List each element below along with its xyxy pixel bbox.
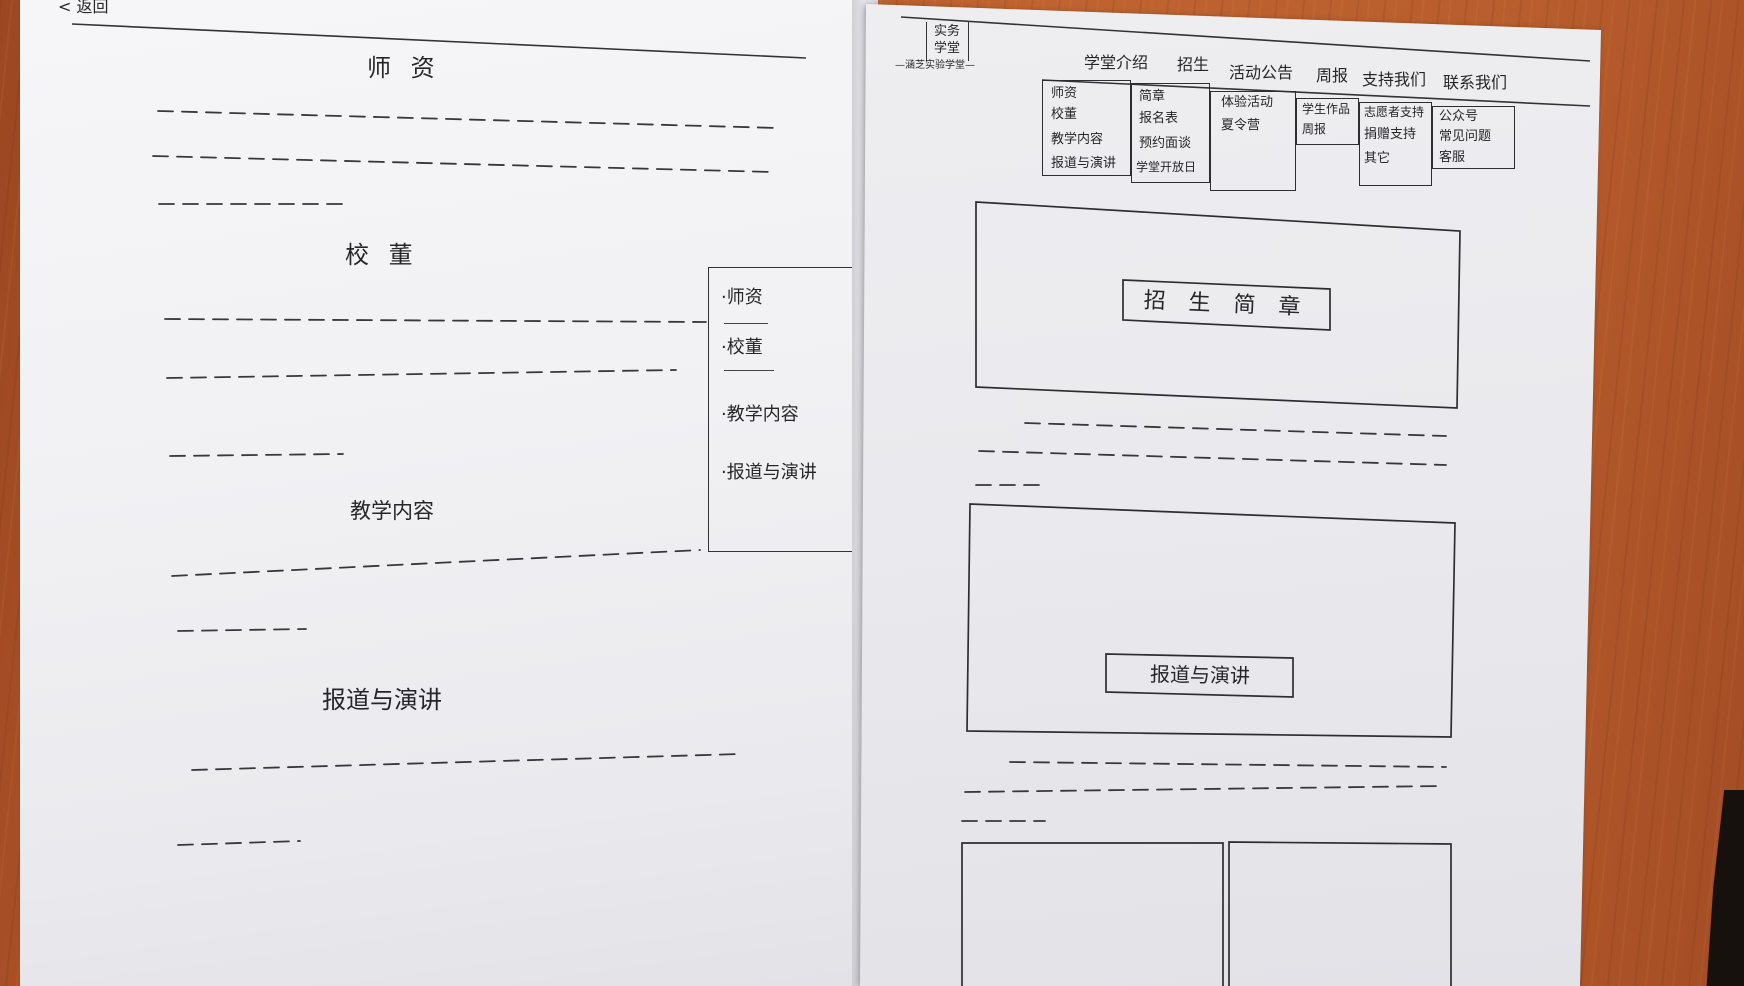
placeholder-text-line: [978, 450, 1447, 466]
dark-object-on-table: [1706, 790, 1744, 986]
submenu-events: 体验活动 夏令营: [1210, 91, 1296, 191]
side-nav: ·师资 ·校董 ·教学内容 ·报道与演讲: [708, 267, 856, 552]
submenu-weekly: 学生作品 周报: [1296, 98, 1359, 145]
placeholder-text-line: [177, 628, 307, 632]
submenu-item: 其它: [1364, 151, 1391, 166]
submenu-item: 教学内容: [1051, 132, 1104, 147]
banner-press-placeholder: [966, 503, 1456, 738]
placeholder-text-line: [171, 549, 701, 577]
side-nav-divider: [724, 323, 768, 324]
submenu-item: 体验活动: [1221, 95, 1274, 110]
dropdown-top-rule: [1041, 79, 1591, 107]
submenu-item: 周报: [1302, 122, 1327, 136]
side-nav-divider: [724, 370, 774, 371]
nav-item-support: 支持我们: [1362, 70, 1427, 89]
section-title-press: 报道与演讲: [322, 686, 442, 714]
side-nav-item-press: ·报道与演讲: [721, 462, 817, 483]
submenu-item: 预约面谈: [1139, 136, 1192, 151]
nav-item-events: 活动公告: [1229, 63, 1294, 82]
section-title-board: 校 董: [345, 241, 419, 269]
placeholder-text-line: [964, 785, 1444, 793]
placeholder-text-line: [157, 110, 779, 129]
right-paper-wrapper: 实务 学堂 —涵芝实验学堂— 学堂介绍 招生 活动公告 周报 支持我们 联系我们…: [855, 0, 1615, 986]
submenu-contact: 公众号 常见问题 客服: [1432, 106, 1515, 169]
logo-text-line2: 学堂: [934, 41, 961, 56]
submenu-item: 夏令营: [1221, 118, 1261, 133]
header-rule: [71, 23, 807, 59]
placeholder-text-line: [152, 155, 774, 173]
left-paper-sheet: < 返回 师 资 校 董 教学内容 报道与演讲 ·师资 ·校董 ·教学内容 ·报…: [20, 0, 856, 986]
section-title-faculty: 师 资: [367, 54, 441, 82]
right-paper-sheet: 实务 学堂 —涵芝实验学堂— 学堂介绍 招生 活动公告 周报 支持我们 联系我们…: [860, 4, 1601, 986]
right-sheet-drawing: [900, 16, 1591, 986]
placeholder-text-line: [177, 840, 301, 846]
placeholder-text-line: [164, 318, 707, 323]
submenu-support: 志愿者支持 捐赠支持 其它: [1359, 102, 1432, 186]
banner-press-label-box: [1105, 653, 1294, 698]
submenu-item: 学堂开放日: [1136, 160, 1197, 174]
submenu-item: 客服: [1439, 150, 1466, 165]
nav-item-contact: 联系我们: [1443, 73, 1508, 92]
section-title-curriculum: 教学内容: [350, 499, 434, 523]
placeholder-text-line: [191, 753, 741, 771]
submenu-item: 报名表: [1139, 111, 1179, 126]
banner-enrollment-label-box: [1122, 279, 1331, 331]
side-nav-item-board: ·校董: [721, 337, 763, 358]
submenu-item: 简章: [1139, 89, 1166, 104]
submenu-item: 师资: [1051, 86, 1078, 101]
placeholder-text-line: [1009, 761, 1447, 768]
nav-item-about: 学堂介绍: [1084, 53, 1149, 72]
side-nav-item-curriculum: ·教学内容: [721, 404, 799, 425]
submenu-about: 师资 校董 教学内容 报道与演讲: [1042, 80, 1131, 176]
course-card-left: [961, 842, 1224, 986]
placeholder-text-line: [1024, 422, 1447, 437]
placeholder-text-line: [169, 453, 344, 457]
nav-item-enrollment: 招生: [1177, 55, 1210, 74]
submenu-item: 捐赠支持: [1364, 127, 1417, 142]
back-link: < 返回: [58, 0, 109, 16]
left-sheet-drawing: [71, 23, 807, 846]
header-rule: [900, 16, 1591, 62]
banner-enrollment-placeholder: [975, 201, 1461, 409]
logo-text-line1: 实务: [934, 24, 961, 39]
logo: 实务 学堂: [926, 22, 969, 61]
placeholder-text-line: [166, 369, 677, 379]
logo-caption: —涵芝实验学堂—: [895, 60, 975, 71]
banner-press-label: 报道与演讲: [1149, 662, 1251, 688]
course-card-right: [1228, 841, 1452, 986]
submenu-item: 志愿者支持: [1364, 105, 1425, 119]
nav-item-weekly: 周报: [1316, 66, 1349, 85]
side-nav-item-faculty: ·师资: [721, 287, 763, 308]
submenu-item: 学生作品: [1302, 102, 1351, 116]
submenu-enrollment: 简章 报名表 预约面谈 学堂开放日: [1131, 83, 1210, 183]
submenu-item: 常见问题: [1439, 129, 1492, 144]
submenu-item: 报道与演讲: [1051, 156, 1117, 171]
submenu-item: 公众号: [1439, 109, 1479, 124]
submenu-item: 校董: [1051, 107, 1078, 122]
